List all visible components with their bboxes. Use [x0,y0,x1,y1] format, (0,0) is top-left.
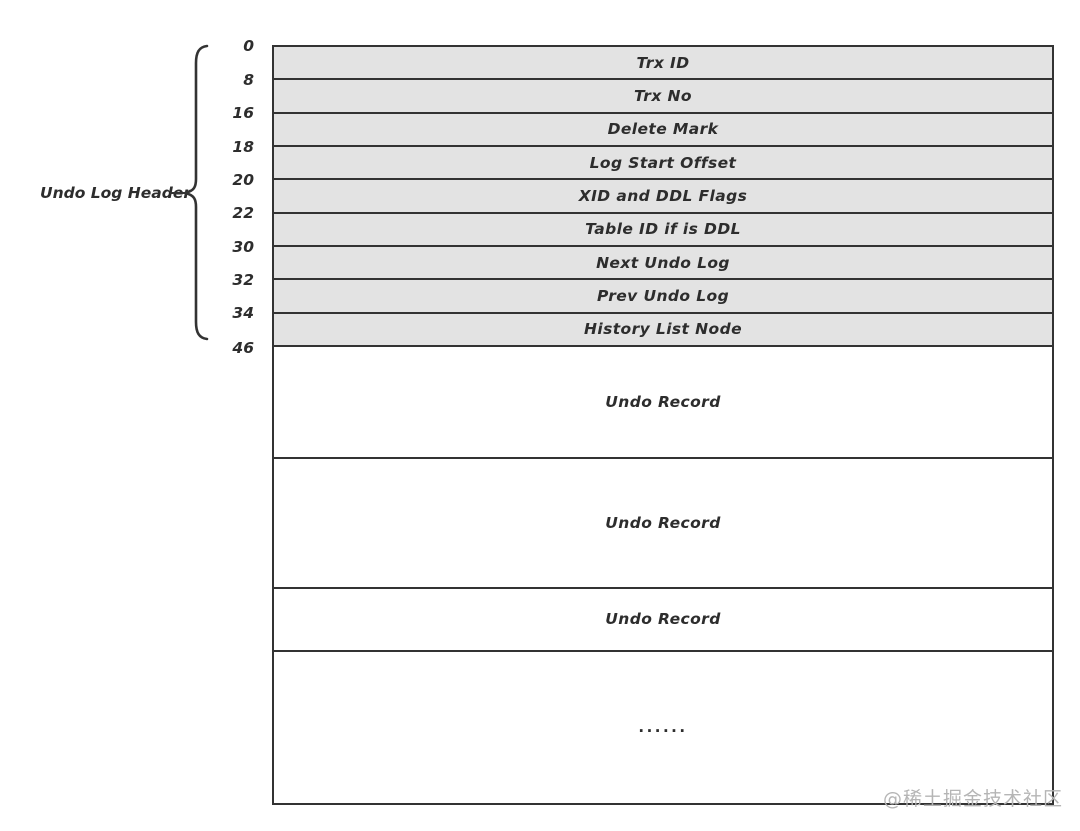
field-row-delete-mark: Delete Mark [274,113,1052,147]
field-row-table-id: Table ID if is DDL [274,213,1052,247]
offset-label-22: 22 [232,204,254,222]
brace-label: Undo Log Header [40,184,191,202]
offset-label-0: 0 [243,37,254,55]
field-row-next-undo-log: Next Undo Log [274,246,1052,281]
watermark: @稀土掘金技术社区 [882,788,1063,810]
field-label: History List Node [584,320,742,339]
offset-label-8: 8 [243,71,254,89]
offset-label-32: 32 [232,271,254,289]
curly-brace-icon [184,44,209,341]
field-label: Table ID if is DDL [585,220,741,239]
offset-label-30: 30 [232,238,254,256]
undo-record-section-2: Undo Record [274,458,1052,589]
offset-label-46: 46 [232,339,254,357]
offset-label-16: 16 [232,104,254,122]
undo-log-structure-box: Trx ID Trx No Delete Mark Log Start Offs… [272,45,1054,805]
undo-record-section-3: Undo Record [274,588,1052,652]
field-row-log-start-offset: Log Start Offset [274,146,1052,181]
field-label: Trx ID [636,53,690,72]
field-row-prev-undo-log: Prev Undo Log [274,280,1052,314]
ellipsis-label: ...... [638,718,688,737]
offset-label-34: 34 [232,304,254,322]
field-label: Next Undo Log [596,253,730,272]
section-label: Undo Record [605,513,721,532]
undo-record-section-1: Undo Record [274,346,1052,459]
more-records-section: ...... [274,651,1052,803]
section-label: Undo Record [605,610,721,629]
field-label: XID and DDL Flags [578,186,748,205]
field-row-trx-no: Trx No [274,80,1052,114]
offset-label-20: 20 [232,171,254,189]
brace-connector-line [170,192,185,194]
field-row-trx-id: Trx ID [274,47,1052,81]
field-label: Prev Undo Log [596,286,730,305]
field-label: Log Start Offset [589,153,737,172]
field-label: Trx No [634,86,692,105]
field-row-history-list-node: History List Node [274,313,1052,347]
field-label: Delete Mark [607,120,719,139]
offset-label-18: 18 [232,138,254,156]
field-row-xid-ddl-flags: XID and DDL Flags [274,180,1052,214]
section-label: Undo Record [605,392,721,411]
